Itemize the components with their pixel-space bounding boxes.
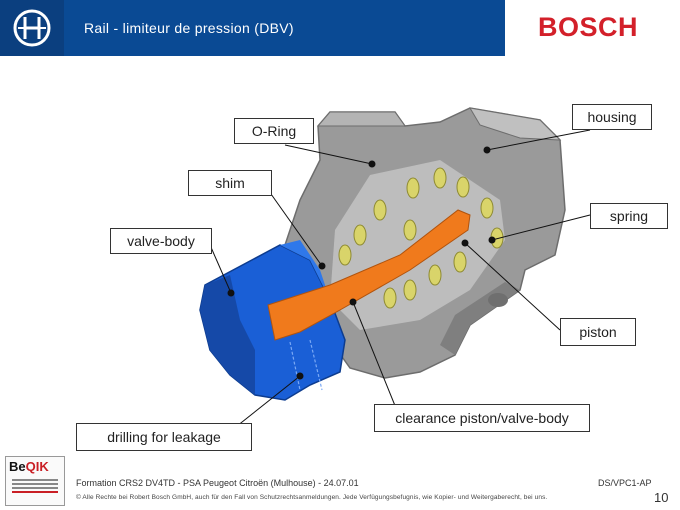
header-band [0, 0, 505, 56]
beqik-logo-lines [12, 477, 58, 495]
label-shim: shim [188, 170, 272, 196]
footer-course: Formation CRS2 DV4TD - PSA Peugeot Citro… [76, 478, 359, 488]
drilling-channel [289, 339, 323, 391]
pressure-valve-diagram [199, 107, 591, 431]
page-title: Rail - limiteur de pression (DBV) [84, 20, 294, 36]
label-spring: spring [590, 203, 668, 229]
leader-lines [209, 129, 591, 431]
label-clearance: clearance piston/valve-body [374, 404, 590, 432]
label-piston: piston [560, 318, 636, 346]
piston [267, 209, 471, 341]
footer-code: DS/VPC1-AP [598, 478, 652, 488]
header: Rail - limiteur de pression (DBV) BOSCH [0, 0, 680, 56]
label-valve-body: valve-body [110, 228, 212, 254]
label-drilling: drilling for leakage [76, 423, 252, 451]
footer-copyright: © Alle Rechte bei Robert Bosch GmbH, auc… [76, 494, 548, 501]
page-number: 10 [654, 490, 669, 505]
beqik-logo: BeQIK [5, 456, 65, 506]
spring [338, 167, 504, 309]
bosch-armature-logo [0, 0, 64, 56]
label-housing: housing [572, 104, 652, 130]
armature-icon [13, 9, 51, 47]
label-oring: O-Ring [234, 118, 314, 144]
brand-logo: BOSCH [538, 12, 639, 42]
beqik-logo-text: BeQIK [9, 459, 49, 474]
